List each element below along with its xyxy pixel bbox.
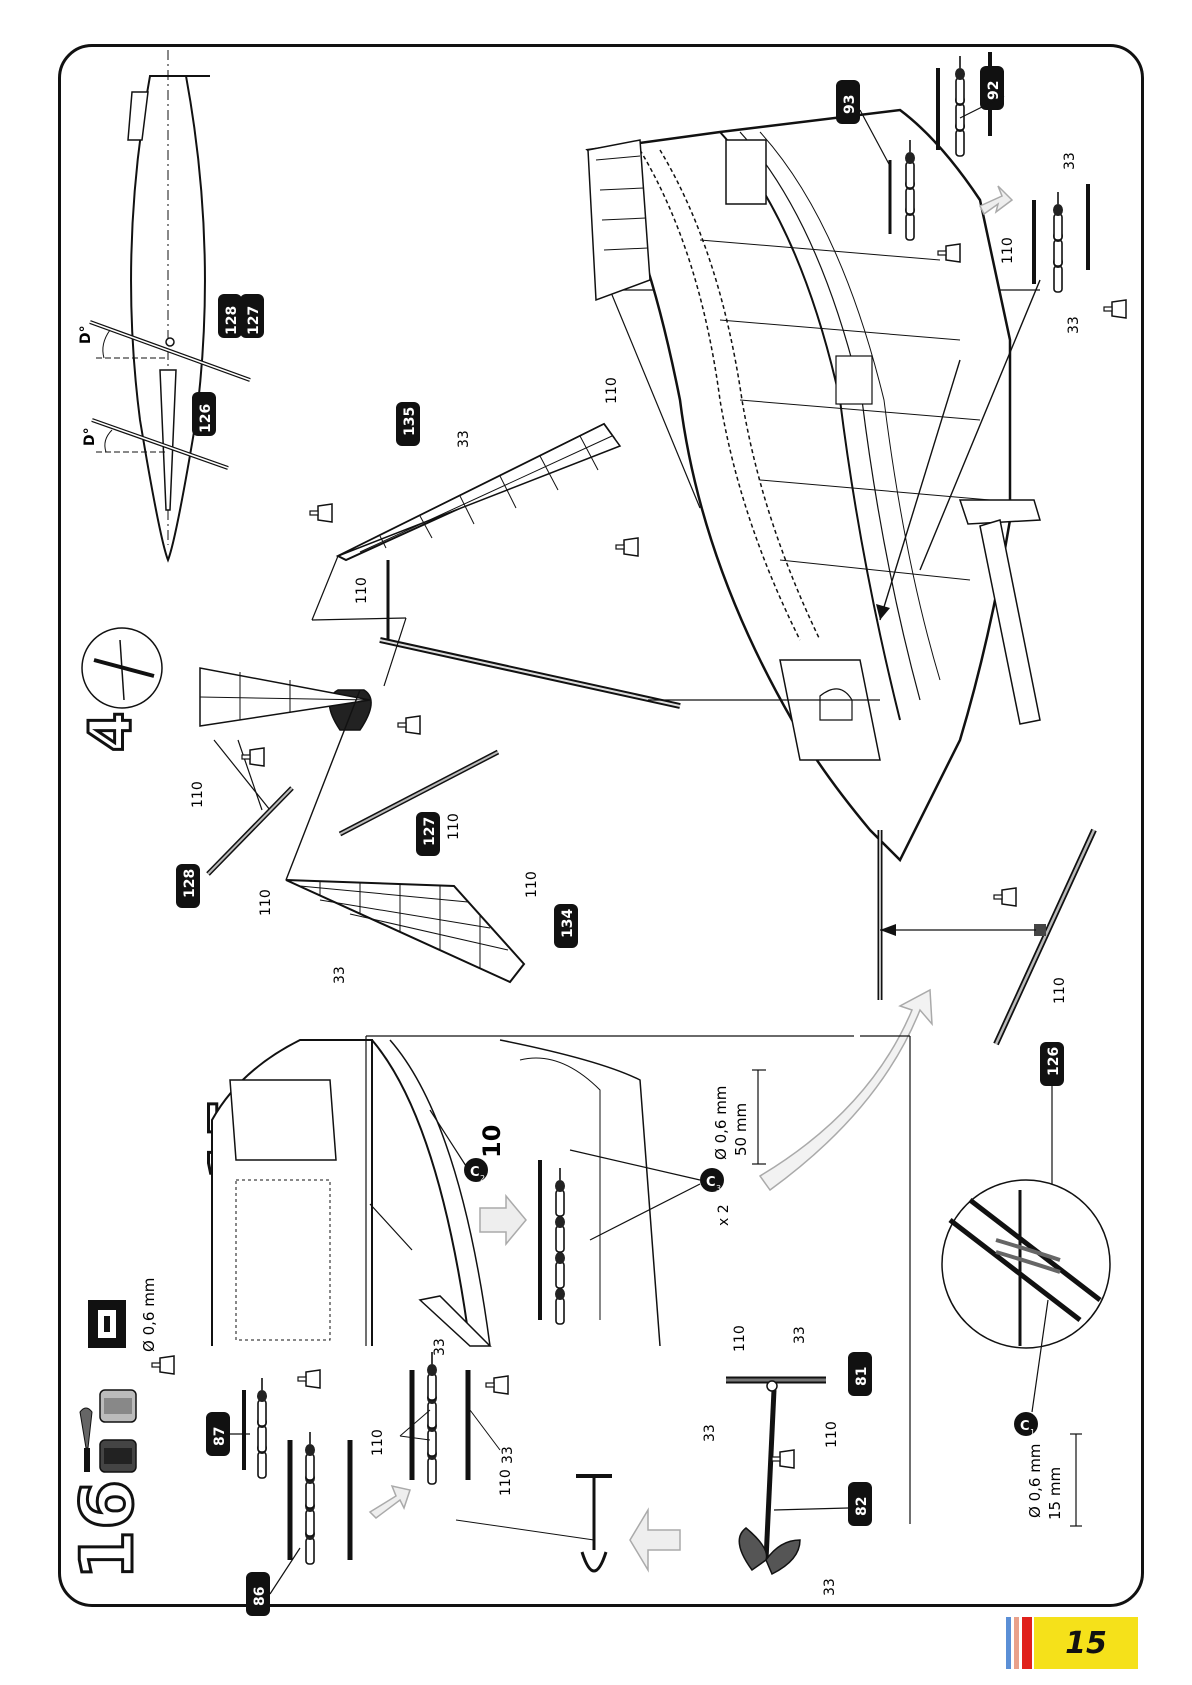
callout-33-sail-135: 33 (456, 430, 472, 448)
arrow-icon (630, 1510, 680, 1570)
paintbrush-icon (80, 1408, 92, 1472)
callout-110-sail-135-a: 110 (354, 577, 370, 604)
arrow-icon (980, 186, 1012, 214)
callout-110-sail-134-b: 110 (524, 871, 540, 898)
thread-diameter-label: Ø 0,6 mm (140, 1278, 158, 1352)
callout-110-yard-127: 110 (446, 813, 462, 840)
step-number-16: 16 (65, 1480, 149, 1580)
c3-length-gauge (752, 1070, 766, 1164)
code-c1-sub: 1 (1030, 1428, 1035, 1437)
angle-label-bottom: D° (82, 427, 98, 446)
thread-spool-icon (88, 1300, 126, 1348)
rack-86 (290, 1432, 350, 1564)
callout-33-rack-right-b: 33 (1062, 152, 1078, 170)
anchor-small (456, 1474, 612, 1571)
paint-pot-icon (100, 1390, 136, 1422)
part-badge-87: 87 (212, 1427, 228, 1446)
code-c2-sub: 2 (480, 1174, 485, 1183)
arrow-icon (480, 1196, 526, 1244)
code-c3-sub: 3 (716, 1184, 721, 1193)
c1-diameter-label: Ø 0,6 mm (1026, 1444, 1044, 1518)
page-number: 15 (1034, 1617, 1138, 1669)
rack-87 (244, 1378, 267, 1478)
callout-110-rack-a: 110 (370, 1429, 386, 1456)
part-badge-82: 82 (854, 1497, 870, 1516)
callout-33-sail-134: 33 (332, 966, 348, 984)
arrow-icon (760, 990, 932, 1190)
part-badge-135: 135 (402, 407, 418, 436)
callout-110-rack-right: 110 (1000, 237, 1016, 264)
callout-110-sail-134-a: 110 (258, 889, 274, 916)
part-badge-127-top: 127 (246, 306, 262, 335)
part-badge-127-step4: 127 (422, 817, 438, 846)
part-badge-128-top: 128 (224, 306, 240, 335)
part-badge-126: 126 (1046, 1047, 1062, 1076)
anchor-82 (726, 1380, 826, 1574)
callout-33-stock-b: 33 (792, 1326, 808, 1344)
rack-right-assembled (1034, 184, 1088, 292)
part-badge-126-top: 126 (198, 404, 214, 433)
callout-33-anchor: 33 (822, 1578, 838, 1596)
code-c3: C (706, 1175, 716, 1190)
code-c1: C (1020, 1419, 1030, 1434)
part-badge-128-step4: 128 (182, 869, 198, 898)
angle-label-top: D° (78, 325, 94, 344)
callout-33-stock-a: 33 (702, 1424, 718, 1442)
c3-length-label: 50 mm (732, 1103, 750, 1156)
sail-134 (286, 690, 524, 982)
page-number-tab: 15 (1006, 1617, 1138, 1669)
c1-length-label: 15 mm (1046, 1467, 1064, 1520)
main-hull (588, 110, 1040, 1000)
step4-mast (82, 560, 680, 730)
step-number-4: 4 (76, 712, 144, 752)
hull-top-view: D° D° 128 127 126 (78, 50, 264, 560)
code-c2-count: 10 (478, 1125, 506, 1158)
glue-tube-icon (152, 1356, 174, 1374)
part-badge-86: 86 (252, 1587, 268, 1606)
arrow-icon (370, 1486, 410, 1518)
part-badge-92: 92 (986, 81, 1002, 100)
part-badge-134: 134 (560, 909, 576, 938)
c3-quantity-label: x 2 (716, 1204, 732, 1226)
code-c2: C (470, 1165, 480, 1180)
c1-length-gauge (1070, 1434, 1082, 1526)
yard-128-step4 (208, 788, 292, 874)
callout-110-stock-a: 110 (732, 1325, 748, 1352)
callout-110-rack-b: 110 (498, 1469, 514, 1496)
tools-legend: Ø 0,6 mm (80, 1278, 174, 1472)
callout-110-yard-128: 110 (190, 781, 206, 808)
c3-diameter-label: Ø 0,6 mm (712, 1086, 730, 1160)
lashing-detail-circle (942, 1180, 1110, 1348)
callout-110-sail-135-b: 110 (604, 377, 620, 404)
sail-135 (338, 424, 620, 560)
callout-110-stock-b: 110 (824, 1421, 840, 1448)
yard-126 (996, 830, 1094, 1044)
part-badge-93: 93 (842, 95, 858, 114)
paint-pot-icon (100, 1440, 136, 1472)
callout-33-rack-a: 33 (432, 1338, 448, 1356)
callout-110-yard-126: 110 (1052, 977, 1068, 1004)
callout-33-rack-right-a: 33 (1066, 316, 1082, 334)
callout-33-rack-b: 33 (500, 1446, 516, 1464)
part-badge-81: 81 (854, 1367, 870, 1386)
